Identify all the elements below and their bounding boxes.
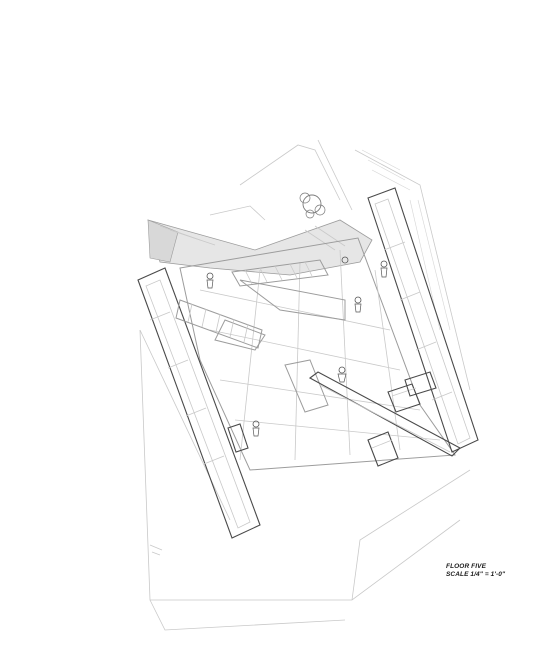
scale-label: SCALE 1/4" = 1'-0"	[446, 571, 506, 578]
floor-label: FLOOR FIVE	[446, 563, 486, 570]
right-wall	[367, 187, 479, 453]
diagonal-beam	[308, 371, 461, 457]
left-wall	[137, 267, 261, 539]
title-block: FLOOR FIVE SCALE 1/4" = 1'-0"	[446, 563, 505, 579]
stair-icon	[175, 259, 329, 349]
floor-slab	[179, 237, 456, 471]
tree-icon	[299, 192, 326, 219]
table-icon	[227, 371, 437, 467]
upper-roof-shading	[147, 219, 373, 276]
site-outline	[139, 139, 471, 631]
plan-figure-icon	[206, 256, 388, 437]
ground-texture	[361, 149, 451, 331]
edge-marks	[149, 544, 163, 556]
